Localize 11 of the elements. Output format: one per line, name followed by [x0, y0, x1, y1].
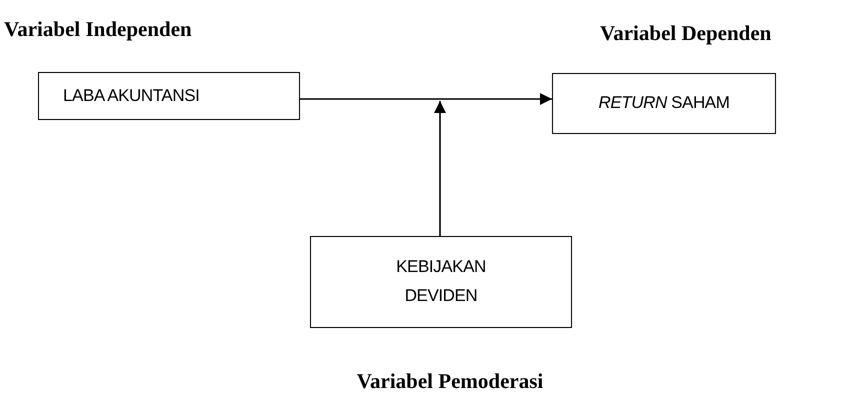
box-label: KEBIJAKAN DEVIDEN	[395, 256, 487, 307]
variable-box	[38, 72, 300, 120]
box-label: RETURN SAHAM	[598, 92, 730, 114]
box-label: LABA AKUNTANSI	[63, 84, 200, 107]
variable-heading: Variabel Pemoderasi	[356, 368, 544, 395]
arrow	[300, 93, 552, 105]
variable-heading: Variabel Independen	[4, 16, 193, 43]
variable-box	[552, 73, 776, 134]
arrow	[434, 101, 446, 236]
variable-box	[310, 236, 572, 328]
variable-heading: Variabel Dependen	[600, 20, 772, 47]
